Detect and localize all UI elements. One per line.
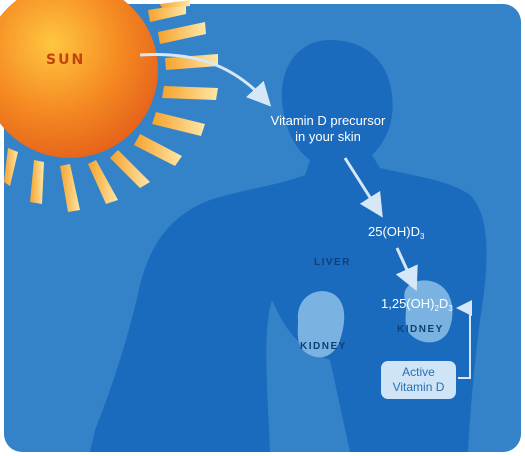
calcitriol-sub2: 3 xyxy=(448,304,452,313)
precursor-label: Vitamin D precursor in your skin xyxy=(258,113,398,145)
kidney-left-label: KIDNEY xyxy=(300,341,347,352)
calcitriol-prefix: 1,25(OH) xyxy=(381,296,434,311)
precursor-line2: in your skin xyxy=(258,129,398,145)
liver-label: LIVER xyxy=(314,257,351,268)
calcidiol-prefix: 25(OH)D xyxy=(368,224,420,239)
calcidiol-sub: 3 xyxy=(420,232,424,241)
calcitriol-label: 1,25(OH)2D3 xyxy=(381,296,453,313)
sun-label: SUN xyxy=(46,52,85,68)
calcidiol-label: 25(OH)D3 xyxy=(368,224,424,241)
calcitriol-mid: D xyxy=(439,296,448,311)
kidney-right-label: KIDNEY xyxy=(397,324,444,335)
precursor-line1: Vitamin D precursor xyxy=(258,113,398,129)
active-vitamin-d-box: Active Vitamin D xyxy=(381,361,456,399)
active-line1: Active xyxy=(381,365,456,380)
active-line2: Vitamin D xyxy=(381,380,456,395)
